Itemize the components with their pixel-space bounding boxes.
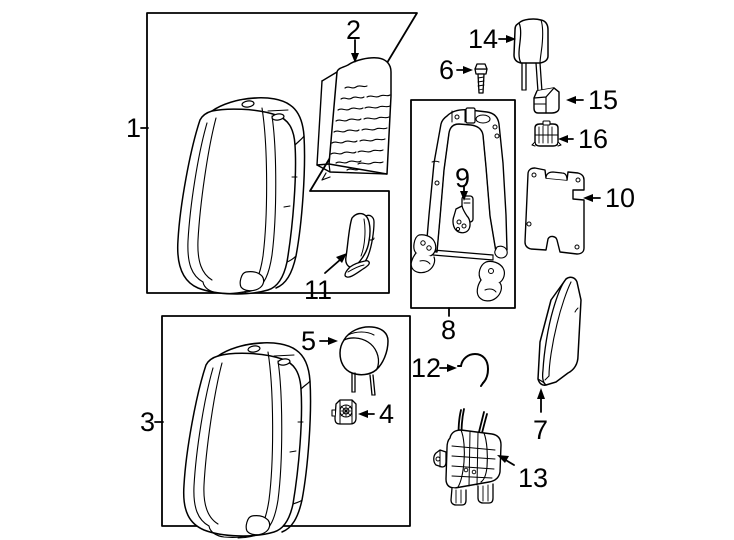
- part-7-side-trim-panel: [537, 276, 582, 386]
- part-11-recliner-handle: [344, 212, 375, 278]
- callout-label-8: 8: [441, 315, 457, 345]
- part-6-screw: [474, 63, 488, 94]
- part-16-headrest-guide-fixed: [531, 120, 562, 147]
- callout-leaders: [140, 35, 601, 466]
- callout-label-14: 14: [468, 24, 499, 54]
- part-4-adjuster-knob: [331, 399, 357, 425]
- part-3-seat-back-cover: [182, 342, 312, 539]
- callout-label-7: 7: [533, 415, 549, 445]
- part-14-head-restraint-rear: [513, 18, 549, 93]
- part-2-seat-back-pad: [316, 57, 392, 181]
- callout-label-15: 15: [588, 85, 619, 115]
- callout-label-6: 6: [439, 55, 455, 85]
- part-13-frame-subassembly: [433, 408, 502, 506]
- leader-11: [324, 258, 342, 274]
- part-1-seat-back-cover: [176, 97, 306, 295]
- callout-label-10: 10: [605, 183, 636, 213]
- callout-label-13: 13: [518, 463, 549, 493]
- callout-label-2: 2: [346, 15, 362, 45]
- callout-label-4: 4: [379, 399, 395, 429]
- part-9-frame-bracket: [452, 195, 474, 234]
- callout-label-9: 9: [455, 163, 471, 193]
- part-5-head-restraint: [339, 326, 389, 396]
- callout-label-12: 12: [411, 353, 442, 383]
- callout-label-11: 11: [304, 275, 333, 305]
- part-10-back-panel-plate: [524, 167, 585, 255]
- callout-label-5: 5: [301, 326, 317, 356]
- part-12-wire-rod: [457, 353, 489, 387]
- part-8-seat-back-frame: [410, 107, 508, 302]
- callout-label-16: 16: [578, 124, 609, 154]
- part-15-headrest-guide-adjustable: [533, 87, 560, 114]
- callout-label-1: 1: [126, 113, 142, 143]
- callout-label-3: 3: [140, 407, 156, 437]
